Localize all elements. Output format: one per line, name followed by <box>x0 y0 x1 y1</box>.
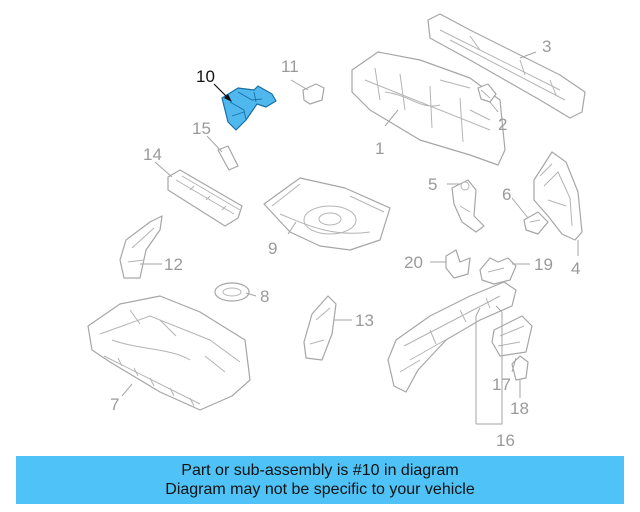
leader-lines <box>121 51 579 425</box>
part-1 <box>351 51 506 166</box>
callout-7: 7 <box>110 395 119 414</box>
part-18 <box>511 355 529 381</box>
callout-10: 10 <box>196 67 215 86</box>
callout-16: 16 <box>496 431 515 450</box>
part-13 <box>303 295 337 361</box>
callout-8: 8 <box>260 287 269 306</box>
part-17 <box>491 315 533 357</box>
callout-14: 14 <box>143 145 162 164</box>
part-2 <box>477 83 497 103</box>
part-12 <box>119 215 163 279</box>
part-19 <box>479 257 517 285</box>
callout-9: 9 <box>268 239 277 258</box>
part-9 <box>263 177 391 251</box>
callout-4: 4 <box>571 259 580 278</box>
callout-1: 1 <box>375 139 384 158</box>
part-15 <box>217 145 239 171</box>
part-20 <box>445 249 471 279</box>
callout-20: 20 <box>404 253 423 272</box>
part-16 <box>387 281 517 393</box>
callout-12: 12 <box>164 255 183 274</box>
callout-2: 2 <box>498 115 507 134</box>
part-7 <box>87 295 251 411</box>
part-11 <box>302 83 325 105</box>
part-6 <box>523 211 549 235</box>
callout-17: 17 <box>492 375 511 394</box>
callout-labels: 1 2 3 4 5 6 7 8 9 10 11 12 13 14 15 16 1… <box>110 37 580 450</box>
callout-11: 11 <box>281 57 299 76</box>
callout-3: 3 <box>542 37 551 56</box>
callout-19: 19 <box>534 255 553 274</box>
part-5 <box>451 179 485 233</box>
part-8 <box>214 282 250 302</box>
callout-15: 15 <box>192 119 211 138</box>
callout-18: 18 <box>510 399 529 418</box>
part-4 <box>533 151 583 241</box>
part-10-highlighted <box>221 85 277 131</box>
callout-13: 13 <box>355 311 374 330</box>
parts-diagram: 1 2 3 4 5 6 7 8 9 10 11 12 13 14 15 16 1… <box>87 13 586 450</box>
part-3 <box>427 13 586 119</box>
callout-5: 5 <box>428 175 437 194</box>
banner-line-disclaimer: Diagram may not be specific to your vehi… <box>165 481 475 498</box>
banner-line-part-number: Part or sub-assembly is #10 in diagram <box>181 462 459 479</box>
part-14 <box>167 169 243 227</box>
callout-6: 6 <box>502 185 511 204</box>
info-banner: Part or sub-assembly is #10 in diagram D… <box>16 456 624 504</box>
